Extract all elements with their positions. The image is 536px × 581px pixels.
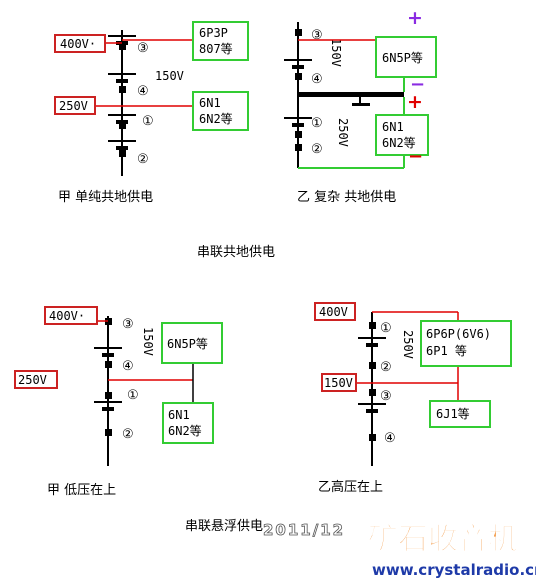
node-label-3: ③ <box>122 317 134 332</box>
caption: 乙 复杂 共地供电 <box>297 190 396 205</box>
load-bottom-line2: 6N2等 <box>168 424 202 438</box>
node-label-2: ② <box>311 142 323 157</box>
panel-top-right: ③ ④ ① ② 150V 250V 6N5P等 6N1 6N2等 + − + −… <box>283 7 437 205</box>
load-top-line1: 6N5P等 <box>167 337 208 351</box>
node-label-4: ④ <box>122 359 134 374</box>
watermark: 2011/12 矿石收音机 www.crystalradio.cn <box>263 521 536 579</box>
load-bottom-line1: 6N1 <box>382 120 404 134</box>
node-1-dot <box>369 322 376 329</box>
node-label-4: ④ <box>311 72 323 87</box>
voltage-box-400 <box>44 306 98 325</box>
load-top-line2: 807等 <box>199 42 233 56</box>
voltage-label-150: 150V <box>324 376 353 390</box>
drop-voltage-label: 150V <box>141 327 155 356</box>
node-3-dot <box>119 43 126 50</box>
node-label-2: ② <box>122 427 134 442</box>
node-4-dot <box>119 86 126 93</box>
panel-top-left: ③ ④ ① ② 150V 400V· 250V 6P3P 807等 6N1 6N… <box>54 21 249 205</box>
node-label-3: ③ <box>311 28 323 43</box>
load-top-line1: 6P6P(6V6) <box>426 327 491 341</box>
minus-sign-bottom: − <box>408 146 423 167</box>
drop-voltage-label: 150V <box>155 69 184 83</box>
load-top-line1: 6N5P等 <box>382 51 423 65</box>
minus-sign-top: − <box>410 74 425 95</box>
section-title-common-ground: 串联共地供电 <box>197 245 275 260</box>
voltage-label-250: 250V <box>59 99 88 113</box>
node-label-3: ③ <box>137 41 149 56</box>
section-title-floating: 串联悬浮供电 <box>185 519 263 534</box>
load-box-top <box>375 36 437 78</box>
node-2-dot <box>105 429 112 436</box>
load-box-top <box>192 21 249 61</box>
load-box-bottom <box>192 91 249 131</box>
voltage-box-250 <box>14 370 58 389</box>
node-label-2: ② <box>137 152 149 167</box>
panel-bottom-left: ③ ④ ① ② 150V 400V· 250V 6N5P等 6N1 6N2等 甲… <box>14 306 223 498</box>
node-3-dot <box>369 389 376 396</box>
node-1-dot <box>105 392 112 399</box>
caption: 乙高压在上 <box>318 479 383 495</box>
node-label-1: ① <box>127 388 139 403</box>
load-box-bottom <box>162 402 214 444</box>
node-label-4: ④ <box>384 431 396 446</box>
load-bottom-line1: 6N1 <box>168 408 190 422</box>
node-4-dot <box>369 434 376 441</box>
voltage-label-150: 150V <box>329 38 343 67</box>
node-1-dot <box>295 131 302 138</box>
load-bottom-line2: 6N2等 <box>199 112 233 126</box>
voltage-box-150 <box>321 373 357 392</box>
node-4-dot <box>295 73 302 80</box>
node-label-1: ① <box>380 321 392 336</box>
voltage-label-400: 400V <box>319 305 348 319</box>
load-box-top <box>161 322 223 364</box>
node-1-dot <box>119 122 126 129</box>
load-top-line1: 6P3P <box>199 26 228 40</box>
voltage-label-250: 250V <box>336 118 350 147</box>
voltage-box-400 <box>314 302 356 321</box>
load-bottom-line1: 6N1 <box>199 96 221 110</box>
watermark-url: www.crystalradio.cn <box>372 561 536 579</box>
drop-voltage-label: 250V <box>401 330 415 359</box>
load-top-line2: 6P1 等 <box>426 344 467 358</box>
voltage-box-400 <box>54 34 106 53</box>
load-box-bottom <box>429 400 491 428</box>
voltage-label-250: 250V <box>18 373 47 387</box>
node-2-dot <box>295 144 302 151</box>
node-2-dot <box>369 362 376 369</box>
ground-busbar <box>298 92 404 97</box>
plus-sign-bottom: + <box>407 91 423 113</box>
load-bottom-line2: 6N2等 <box>382 136 416 150</box>
caption: 甲 单纯共地供电 <box>58 190 153 205</box>
node-label-3: ③ <box>380 389 392 404</box>
node-label-1: ① <box>311 116 323 131</box>
node-label-2: ② <box>380 360 392 375</box>
panel-bottom-right: ① ② ③ ④ 250V 400V 150V 6P6P(6V6) 6P1 等 6… <box>314 302 512 495</box>
watermark-date: 2011/12 <box>263 521 345 539</box>
caption: 甲 低压在上 <box>47 483 116 498</box>
node-label-1: ① <box>142 114 154 129</box>
voltage-label-400: 400V· <box>60 37 96 51</box>
load-box-bottom <box>375 114 429 156</box>
node-2-dot <box>119 150 126 157</box>
voltage-box-250 <box>54 96 96 115</box>
load-bottom-line1: 6J1等 <box>436 407 470 421</box>
watermark-brand: 矿石收音机 <box>368 522 518 557</box>
node-label-4: ④ <box>137 84 149 99</box>
plus-sign-top: + <box>407 7 423 29</box>
node-3-dot <box>105 318 112 325</box>
voltage-label-400: 400V· <box>49 309 85 323</box>
node-4-dot <box>105 361 112 368</box>
load-box-top <box>420 320 512 367</box>
node-3-dot <box>295 29 302 36</box>
